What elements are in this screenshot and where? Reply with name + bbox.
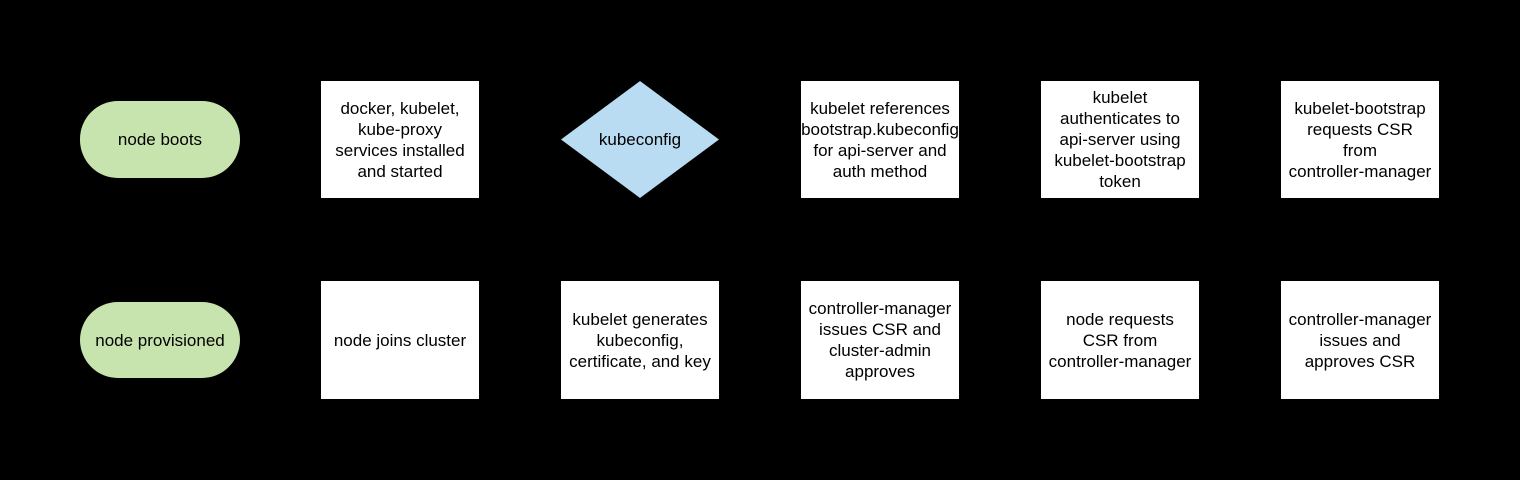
- process-bootstrap-requests-csr-label: kubelet-bootstrap requests CSR from cont…: [1288, 98, 1432, 181]
- process-kubelet-authenticates-label: kubelet authenticates to api-server usin…: [1054, 88, 1186, 191]
- process-services-installed-label: docker, kubelet, kube-proxy services ins…: [335, 98, 465, 181]
- process-services-installed: docker, kubelet, kube-proxy services ins…: [321, 81, 479, 198]
- terminator-node-provisioned: node provisioned: [80, 302, 240, 378]
- process-kubelet-generates-label: kubelet generates kubeconfig, certificat…: [569, 309, 711, 371]
- process-node-joins-cluster: node joins cluster: [321, 281, 479, 399]
- process-kubelet-references: kubelet references bootstrap.kubeconfig …: [801, 81, 959, 198]
- decision-kubeconfig-label: kubeconfig: [598, 130, 682, 149]
- process-cm-issues-admin-approves-label: controller-manager issues CSR and cluste…: [808, 299, 952, 381]
- process-cm-issues-admin-approves: controller-manager issues CSR and cluste…: [801, 281, 959, 399]
- process-kubelet-references-label: kubelet references bootstrap.kubeconfig …: [801, 98, 959, 181]
- process-node-requests-csr: node requests CSR from controller-manage…: [1041, 281, 1199, 399]
- process-kubelet-authenticates: kubelet authenticates to api-server usin…: [1041, 81, 1199, 198]
- process-cm-issues-and-approves: controller-manager issues and approves C…: [1281, 281, 1439, 399]
- process-cm-issues-and-approves-label: controller-manager issues and approves C…: [1288, 309, 1432, 371]
- terminator-node-boots-label: node boots: [117, 130, 203, 149]
- process-node-joins-cluster-label: node joins cluster: [333, 330, 467, 350]
- process-bootstrap-requests-csr: kubelet-bootstrap requests CSR from cont…: [1281, 81, 1439, 198]
- terminator-node-provisioned-label: node provisioned: [95, 330, 225, 350]
- decision-kubeconfig: kubeconfig: [561, 81, 719, 198]
- process-kubelet-generates: kubelet generates kubeconfig, certificat…: [561, 281, 719, 399]
- terminator-node-boots: node boots: [80, 101, 240, 178]
- process-node-requests-csr-label: node requests CSR from controller-manage…: [1048, 309, 1192, 371]
